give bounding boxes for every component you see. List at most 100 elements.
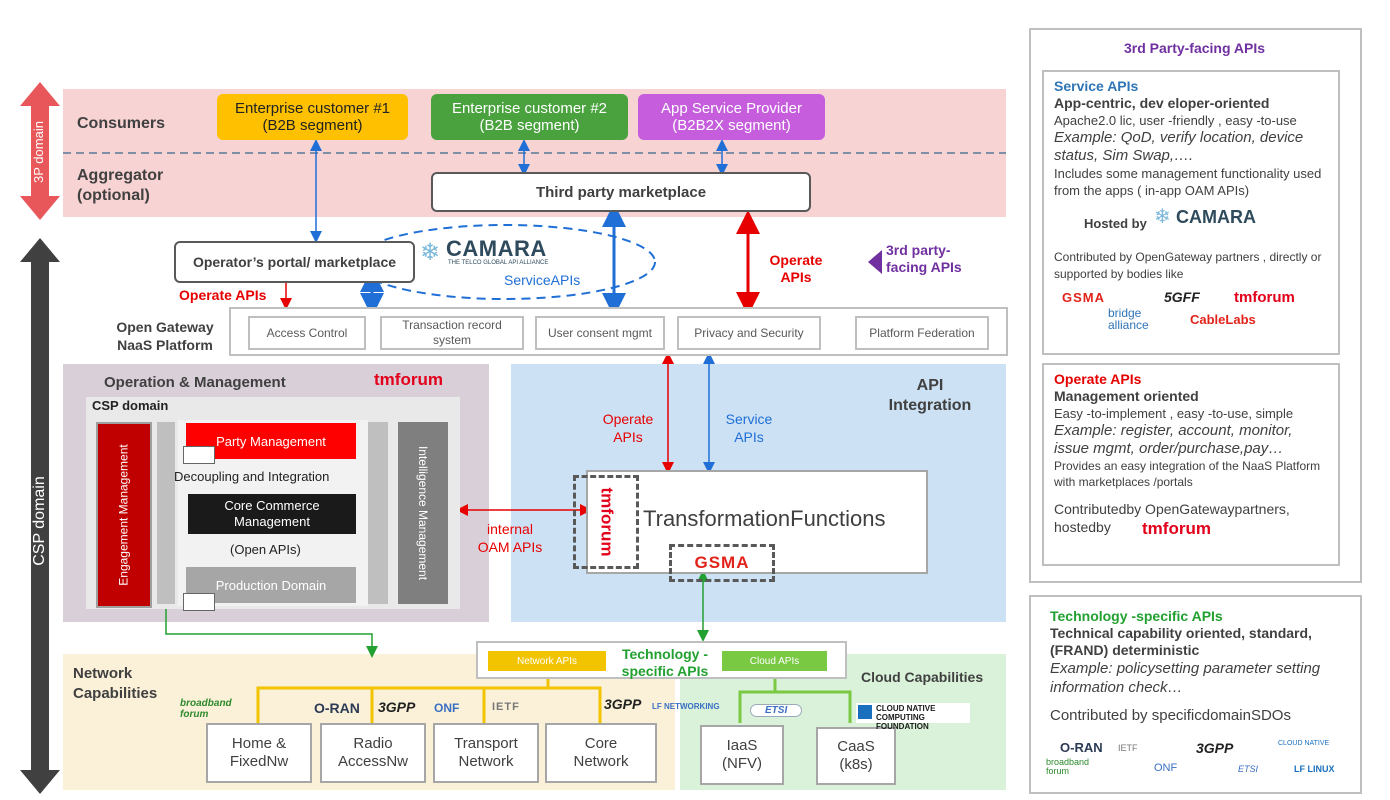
operate-apis-example: Example: register, account, monitor, iss… — [1054, 422, 1293, 457]
broadband-forum-logo: broadband forum — [180, 698, 232, 720]
decoupling-label: Decoupling and Integration — [174, 469, 330, 484]
open-gateway-platform — [229, 307, 1008, 356]
api-connector-icon — [183, 446, 215, 464]
enterprise-customer-2[interactable]: Enterprise customer #2 (B2B segment) — [431, 94, 628, 140]
iaas-line1: IaaS — [726, 737, 758, 754]
gsma-logo: GSMA — [694, 553, 750, 572]
radio-line1: Radio — [353, 735, 393, 752]
hosted-by-label: Hosted by — [1084, 216, 1147, 231]
iaas-nfv[interactable]: IaaS (NFV) — [700, 725, 784, 785]
module-transaction-record[interactable]: Transaction record system — [380, 316, 524, 350]
transport-line1: Transport — [454, 735, 518, 752]
radio-access-network[interactable]: Radio AccessNw — [320, 723, 426, 783]
tmforum-dashed-box — [573, 475, 639, 569]
3gpp-small-logo: 3GPP — [1196, 740, 1234, 756]
camara-icon: ❄ — [420, 239, 441, 266]
iaas-line2: (NFV) — [722, 755, 762, 772]
etsi-small-logo: ETSI — [1238, 764, 1259, 774]
module-privacy-security[interactable]: Privacy and Security — [677, 316, 821, 350]
tmforum-small-logo: tmforum — [1234, 289, 1295, 306]
network-apis-tag[interactable]: Network APIs — [488, 651, 606, 671]
third-party-apis-title: 3rd Party-facing APIs — [1123, 40, 1266, 56]
api-operate-apis: Operate APIs — [602, 411, 654, 445]
home-fixed-line2: FixedNw — [229, 753, 289, 770]
camara-small-wordmark: CAMARA — [1176, 207, 1256, 227]
transport-network[interactable]: Transport Network — [433, 723, 539, 783]
operate-apis-left: Operate APIs — [179, 287, 267, 303]
onf-logo: ONF — [434, 701, 460, 715]
gsma-small-logo: GSMA — [1062, 290, 1105, 305]
service-apis-subheading: App-centric, dev eloper-oriented — [1054, 95, 1270, 111]
consumers-label: Consumers — [77, 115, 166, 132]
operate-apis-subheading: Management oriented — [1054, 388, 1199, 404]
operator-portal[interactable]: Operator’s portal/ marketplace — [174, 241, 415, 283]
home-fixed-network[interactable]: Home & FixedNw — [206, 723, 312, 783]
om-csp-domain: CSP domain — [92, 398, 169, 413]
service-apis-example: Example: QoD, verify location, device st… — [1054, 129, 1304, 164]
cncf-icon — [858, 705, 872, 719]
caas-k8s[interactable]: CaaS (k8s) — [816, 727, 896, 785]
enterprise-customer-1[interactable]: Enterprise customer #1 (B2B segment) — [217, 94, 408, 140]
ietf-logo: IETF — [492, 701, 520, 713]
oran-logo: O-RAN — [314, 700, 360, 716]
service-apis-line2: Includes some management functionality u… — [1054, 166, 1322, 198]
enterprise-2-title: Enterprise customer #2 — [451, 100, 608, 117]
cncf-small-logo: CLOUD NATIVE — [1278, 740, 1330, 747]
operate-apis-line2: Provides an easy integration of the NaaS… — [1054, 459, 1321, 489]
app-provider-subtitle: (B2B2X segment) — [672, 117, 791, 134]
3p-domain-arrow — [20, 82, 60, 220]
operate-tmforum-logo: tmforum — [1142, 519, 1211, 538]
operate-apis-heading: Operate APIs — [1054, 371, 1142, 387]
service-apis-card: Service APIs App-centric, dev eloper-ori… — [1042, 70, 1340, 355]
service-apis-bubble-label: ServiceAPIs — [504, 272, 581, 288]
service-apis-line1: Apache2.0 lic, user -friendly , easy -to… — [1054, 113, 1297, 128]
api-service-apis: Service APIs — [725, 411, 773, 445]
module-access-control[interactable]: Access Control — [248, 316, 366, 350]
bridge-alliance-logo: bridge alliance — [1108, 306, 1149, 332]
ietf-small-logo: IETF — [1118, 743, 1138, 753]
party-management[interactable]: Party Management — [186, 423, 356, 459]
api-integration-title: API Integration — [888, 377, 972, 414]
service-contrib: Contributed by OpenGateway partners , di… — [1054, 250, 1322, 281]
core-network[interactable]: Core Network — [545, 723, 657, 783]
3p-domain-label: 3P domain — [31, 121, 46, 183]
tech-apis-example: Example: policysetting parameter setting… — [1050, 660, 1321, 696]
caas-line1: CaaS — [837, 738, 875, 755]
left-gray-bar — [157, 422, 175, 604]
app-service-provider[interactable]: App Service Provider (B2B2X segment) — [638, 94, 825, 140]
lf-networking-logo: LF NETWORKING — [652, 702, 720, 711]
right-gray-bar — [368, 422, 388, 604]
5gff-logo: 5GFF — [1164, 289, 1200, 305]
tech-apis-contrib: Contributed by specificdomainSDOs — [1050, 707, 1291, 724]
intelligence-label: Intelligence Management — [416, 445, 430, 581]
operate-contrib: Contributedby OpenGatewaypartners, hoste… — [1054, 501, 1290, 535]
purple-triangle-icon — [868, 250, 882, 274]
radio-line2: AccessNw — [337, 753, 408, 770]
om-tmforum-logo: tmforum — [374, 370, 443, 390]
cloud-apis-tag[interactable]: Cloud APIs — [722, 651, 827, 671]
module-user-consent[interactable]: User consent mgmt — [535, 316, 665, 350]
service-apis-heading: Service APIs — [1054, 78, 1139, 94]
intelligence-management[interactable]: Intelligence Management — [398, 422, 448, 604]
technology-apis-content: Technology -specific APIs Technical capa… — [1050, 608, 1350, 724]
enterprise-1-subtitle: (B2B segment) — [262, 117, 363, 134]
om-title: Operation & Management — [104, 374, 286, 391]
technology-apis-panel — [1029, 595, 1362, 794]
module-platform-federation[interactable]: Platform Federation — [855, 316, 989, 350]
engagement-management[interactable]: Engagement Management — [96, 422, 152, 608]
broadband-small-logo: broadband forum — [1046, 757, 1090, 776]
camara-wordmark: CAMARA — [446, 236, 547, 261]
cncf-text: CLOUD NATIVE COMPUTING FOUNDATION — [876, 704, 936, 731]
connectors-diagram — [63, 139, 1006, 723]
om-tmforum-text: tmforum — [374, 370, 443, 389]
operate-apis-line1: Easy -to-implement , easy -to-use, simpl… — [1054, 406, 1294, 421]
transformation-functions-label: TransformationFunctions — [643, 506, 886, 531]
home-fixed-line1: Home & — [231, 735, 287, 752]
transformation-functions-box[interactable] — [586, 470, 928, 574]
core-commerce-management[interactable]: Core Commerce Management — [188, 494, 356, 534]
caas-line2: (k8s) — [839, 756, 873, 773]
third-party-marketplace[interactable]: Third party marketplace — [431, 172, 811, 212]
open-gateway-label: Open Gateway NaaS Platform — [116, 319, 214, 353]
cloud-capabilities-label: Cloud Capabilities — [861, 669, 984, 685]
operate-apis-right: Operate APIs — [769, 252, 823, 285]
